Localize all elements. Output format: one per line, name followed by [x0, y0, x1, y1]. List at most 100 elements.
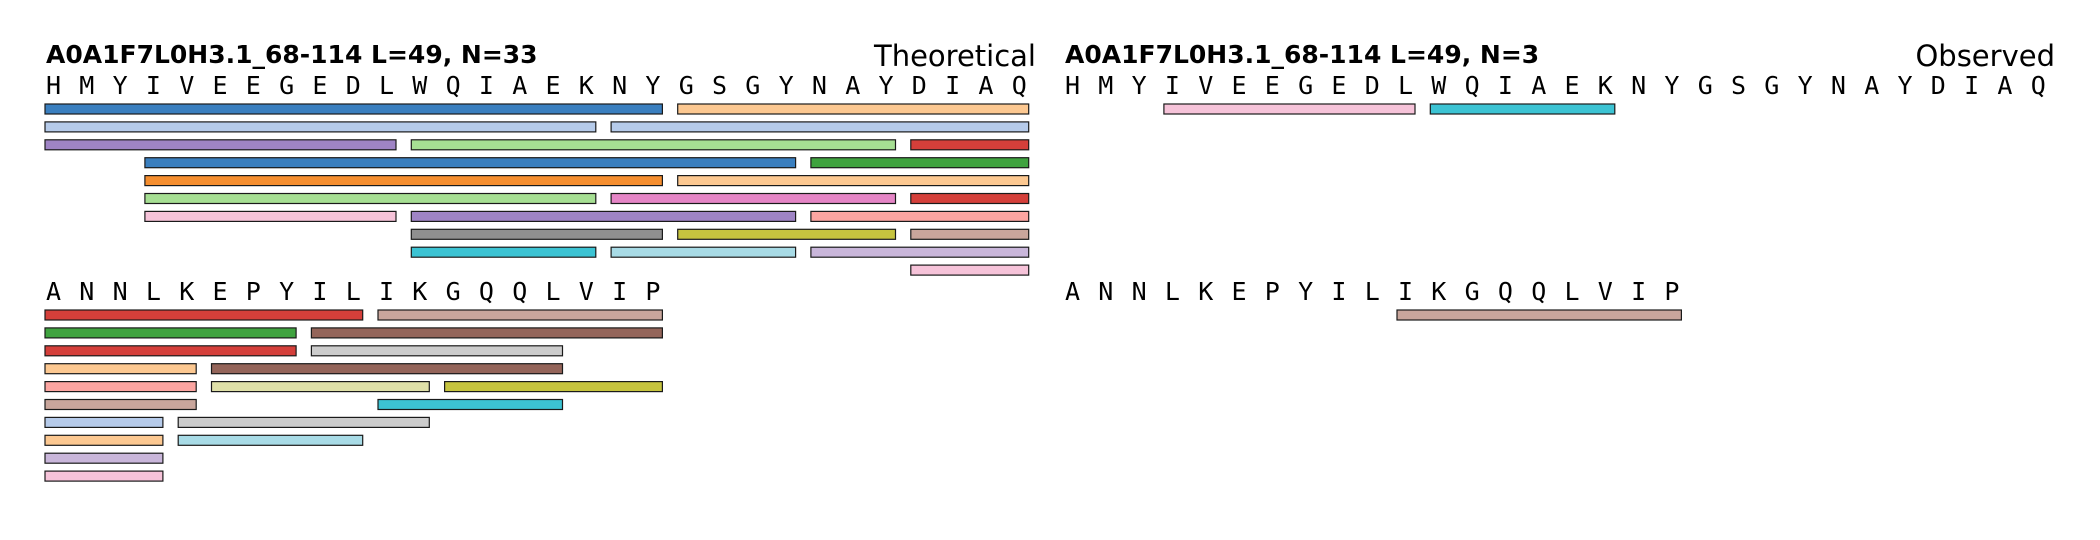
peptide-fragment-bar	[410, 246, 597, 258]
residue-letter: I	[379, 277, 394, 306]
peptide-fragment-bar	[910, 228, 1030, 240]
residue-letter: K	[412, 277, 427, 306]
residue-letter: L	[346, 277, 361, 306]
residue-letter: G	[1764, 71, 1779, 100]
peptide-fragment-bar	[1396, 309, 1682, 321]
residue-letter: Y	[1664, 71, 1679, 100]
residue-letter: E	[1331, 71, 1346, 100]
peptide-fragment-bar	[44, 121, 597, 133]
peptide-fragment-bar	[377, 309, 663, 321]
residue-letter: E	[312, 71, 327, 100]
residue-letter: D	[346, 71, 361, 100]
peptide-fragment-bar	[44, 327, 297, 339]
residue-letter: H	[1065, 71, 1080, 100]
peptide-fragment-bar	[210, 363, 564, 375]
peptide-fragment-bar	[610, 192, 897, 205]
residue-letter: W	[1431, 71, 1447, 100]
peptide-fragment-bar	[677, 175, 1030, 187]
peptide-fragment-bar	[677, 103, 1030, 115]
residue-letter: I	[945, 71, 960, 100]
peptide-fragment-bar	[44, 103, 664, 115]
residue-letter: V	[579, 277, 594, 306]
peptide-fragment-bar	[144, 175, 663, 187]
residue-letter: S	[1731, 71, 1746, 100]
residue-letter: Q	[1498, 277, 1513, 306]
peptide-fragment-bar	[410, 228, 663, 240]
peptide-fragment-bar	[144, 157, 797, 169]
residue-letter: I	[1398, 277, 1413, 306]
residue-letter: E	[213, 71, 228, 100]
theoretical-panel: A0A1F7L0H3.1_68-114 L=49, N=33 Theoretic…	[44, 39, 1036, 482]
peptide-fragment-bar	[810, 210, 1030, 222]
residue-letter: Y	[1132, 71, 1147, 100]
peptide-fragment-bar	[444, 381, 664, 393]
residue-letter: Y	[113, 71, 128, 100]
residue-letter: L	[1165, 277, 1180, 306]
residue-letter: Y	[779, 71, 794, 100]
residue-letter: D	[1365, 71, 1380, 100]
residue-letter: G	[1698, 71, 1713, 100]
residue-letter: P	[246, 277, 261, 306]
residue-letter: P	[1265, 277, 1280, 306]
residue-letter: Q	[479, 277, 494, 306]
residue-letter: G	[279, 71, 294, 100]
peptide-fragment-bar	[44, 416, 164, 428]
peptide-fragment-bar	[410, 139, 897, 151]
residue-letter: L	[1398, 71, 1413, 100]
residue-letter: Q	[1465, 71, 1480, 100]
residue-letter: N	[612, 71, 627, 100]
residue-letter: G	[745, 71, 760, 100]
peptide-fragment-bar	[377, 398, 564, 411]
residue-letter: W	[412, 71, 428, 100]
peptide-fragment-bar	[44, 309, 364, 321]
residue-letter: N	[1831, 71, 1846, 100]
residue-letter: Q	[1012, 71, 1027, 100]
residue-letter: K	[179, 277, 194, 306]
residue-letter: N	[113, 277, 128, 306]
residue-letter: I	[1498, 71, 1513, 100]
peptide-fragment-bar	[610, 246, 797, 258]
residue-letter: N	[1631, 71, 1646, 100]
residue-letter: A	[1864, 71, 1879, 100]
residue-letter: I	[312, 277, 327, 306]
observed-panel: A0A1F7L0H3.1_68-114 L=49, N=3 Observed H…	[1065, 39, 2055, 321]
peptide-fragment-bar	[44, 381, 197, 393]
residue-letter: A	[1065, 277, 1080, 306]
residue-letter: Y	[645, 71, 660, 100]
residue-letter: I	[146, 71, 161, 100]
residue-letter: A	[46, 277, 61, 306]
residue-letter: A	[1997, 71, 2012, 100]
peptide-fragment-bar	[44, 398, 197, 411]
residue-letter: L	[1365, 277, 1380, 306]
residue-letter: G	[679, 71, 694, 100]
residue-letter: G	[1298, 71, 1313, 100]
peptide-fragment-bar	[44, 363, 197, 375]
peptide-fragment-bar	[910, 192, 1030, 205]
peptide-fragment-bar	[144, 210, 397, 222]
residue-letter: I	[479, 71, 494, 100]
residue-letter: E	[1232, 277, 1247, 306]
peptide-fragment-bar	[910, 139, 1030, 151]
residue-letter: Q	[512, 277, 527, 306]
observed-panel-title: A0A1F7L0H3.1_68-114 L=49, N=3	[1065, 40, 1539, 69]
residue-letter: G	[446, 277, 461, 306]
residue-letter: A	[845, 71, 860, 100]
peptide-fragment-bar	[1429, 103, 1616, 115]
residue-letter: G	[1465, 277, 1480, 306]
theoretical-panel-label: Theoretical	[873, 39, 1036, 73]
residue-letter: L	[1565, 277, 1580, 306]
residue-letter: A	[1531, 71, 1546, 100]
residue-letter: Q	[446, 71, 461, 100]
residue-letter: Y	[1898, 71, 1913, 100]
residue-letter: I	[1964, 71, 1979, 100]
peptide-fragment-bar	[310, 327, 663, 339]
residue-letter: I	[1165, 71, 1180, 100]
residue-letter: A	[978, 71, 993, 100]
peptide-fragment-bar	[44, 470, 164, 482]
peptide-fragment-bar	[144, 192, 597, 205]
residue-letter: P	[1664, 277, 1679, 306]
